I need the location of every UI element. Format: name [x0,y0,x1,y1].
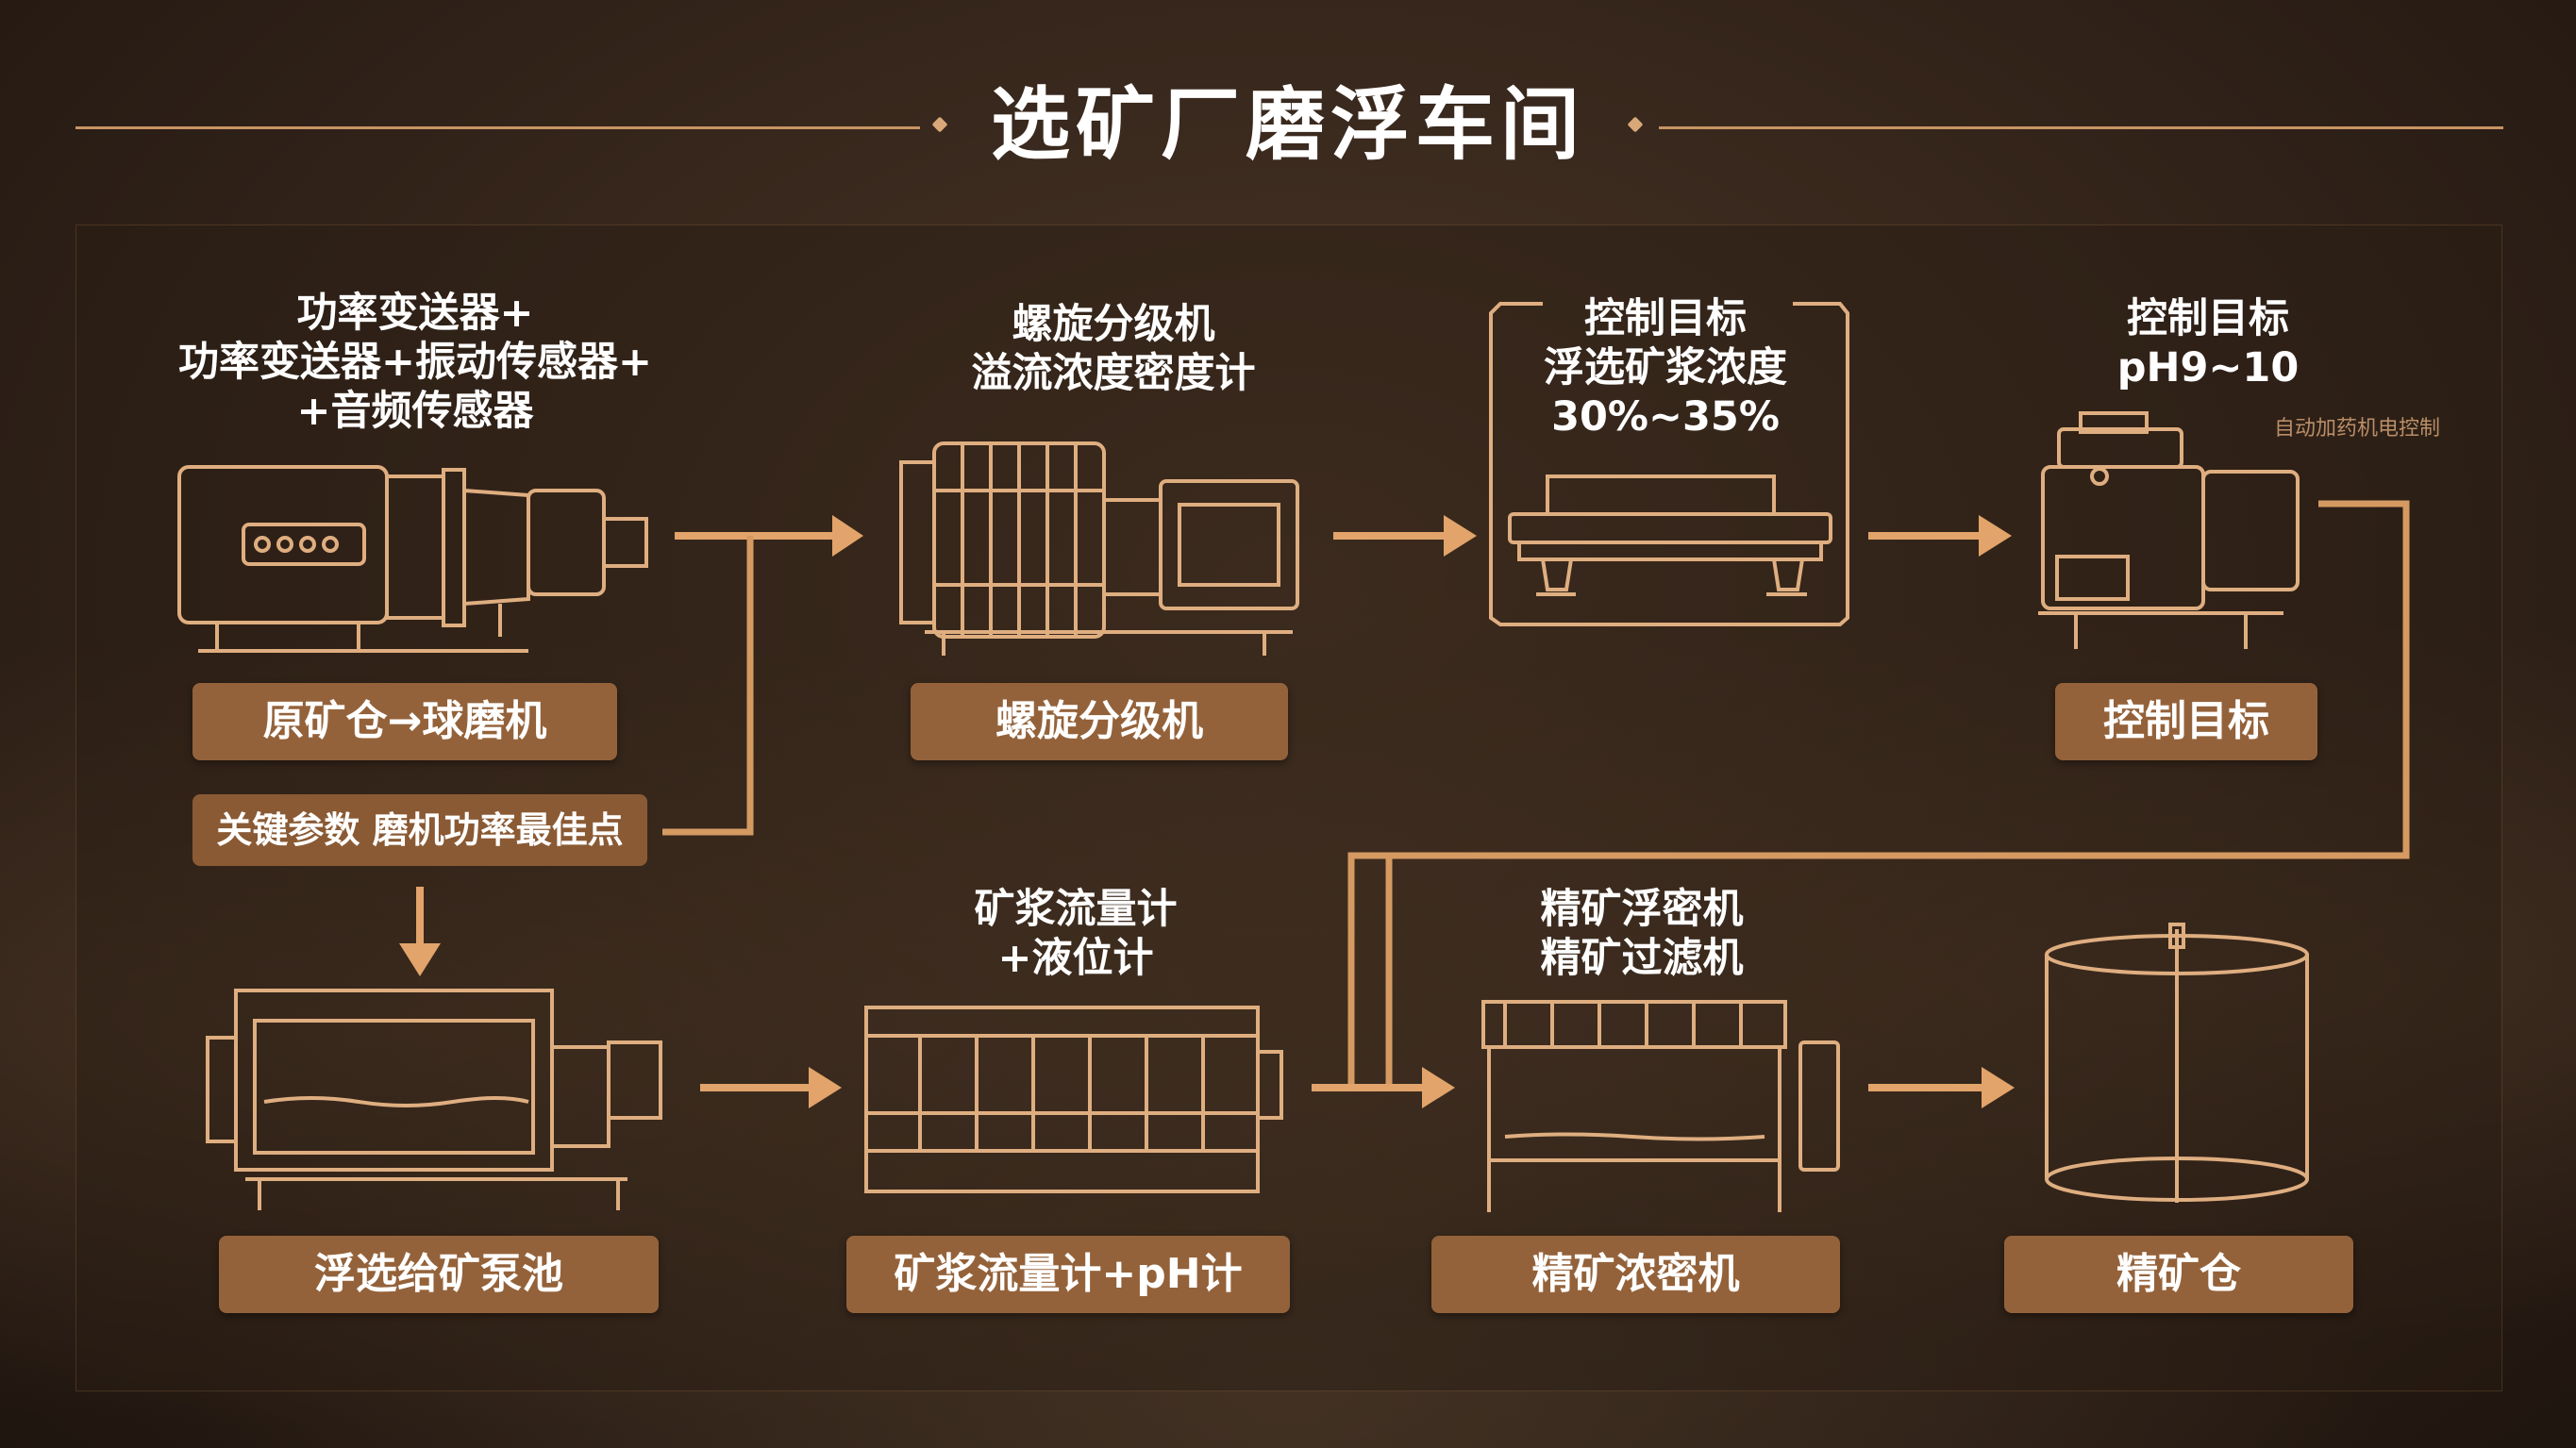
flotation-pump-sump-button[interactable]: 浮选给矿泵池 [219,1236,659,1313]
dosing-annotation: 自动加药机电控制 [2274,417,2441,441]
key-parameter-note: 关键参数 磨机功率最佳点 [192,794,647,866]
ball-mill-icon [177,465,648,653]
concentrate-thickener-button[interactable]: 精矿浓密机 [1431,1236,1840,1313]
thickener-icon [1481,1000,1840,1212]
stage-6-caption: 矿浆流量计 +液位计 [974,886,1178,982]
arrow-down-to-sump [399,887,441,976]
stage-1-caption: 功率变送器+ 功率变送器+振动传感器+ +音频传感器 [177,290,653,435]
control-target-button[interactable]: 控制目标 [2055,683,2317,760]
pump-sump-icon [206,989,662,1210]
ph-dosing-machine-icon [2038,411,2300,649]
arrow-sump-to-flowmeter [700,1067,842,1108]
key-param-connector [662,536,754,836]
spiral-classifier-icon [899,441,1299,656]
return-pipe [1347,500,2410,1088]
title-divider-right [1659,126,2503,129]
arrow-flotation-to-ph [1868,515,2012,557]
arrow-thickener-to-silo [1868,1067,2015,1108]
stage-4-caption: 控制目标 pH9~10 [2116,295,2300,391]
flotation-cell-icon [1508,474,1832,596]
stage-2-caption: 螺旋分级机 溢流浓度密度计 [971,301,1256,397]
stage-3-caption: 控制目标 浮选矿浆浓度 30%~35% [1544,295,1787,441]
arrow-mill-to-classifier [675,515,863,557]
concentrate-silo-button[interactable]: 精矿仓 [2004,1236,2353,1313]
title-divider-left [75,126,920,129]
spiral-classifier-button[interactable]: 螺旋分级机 [911,683,1288,760]
stage-7-caption: 精矿浮密机 精矿过滤机 [1540,886,1744,982]
arrow-classifier-to-flotation [1333,515,1477,557]
page-title: 选矿厂磨浮车间 [990,78,1585,171]
concentrate-silo-icon [2045,923,2309,1203]
slurry-flowmeter-button[interactable]: 矿浆流量计+pH计 [846,1236,1290,1313]
arrow-flowmeter-to-thickener [1312,1067,1455,1108]
control-target-frame [1489,302,1849,626]
ball-mill-button[interactable]: 原矿仓→球磨机 [192,683,617,760]
flow-meter-tank-icon [864,1006,1283,1193]
